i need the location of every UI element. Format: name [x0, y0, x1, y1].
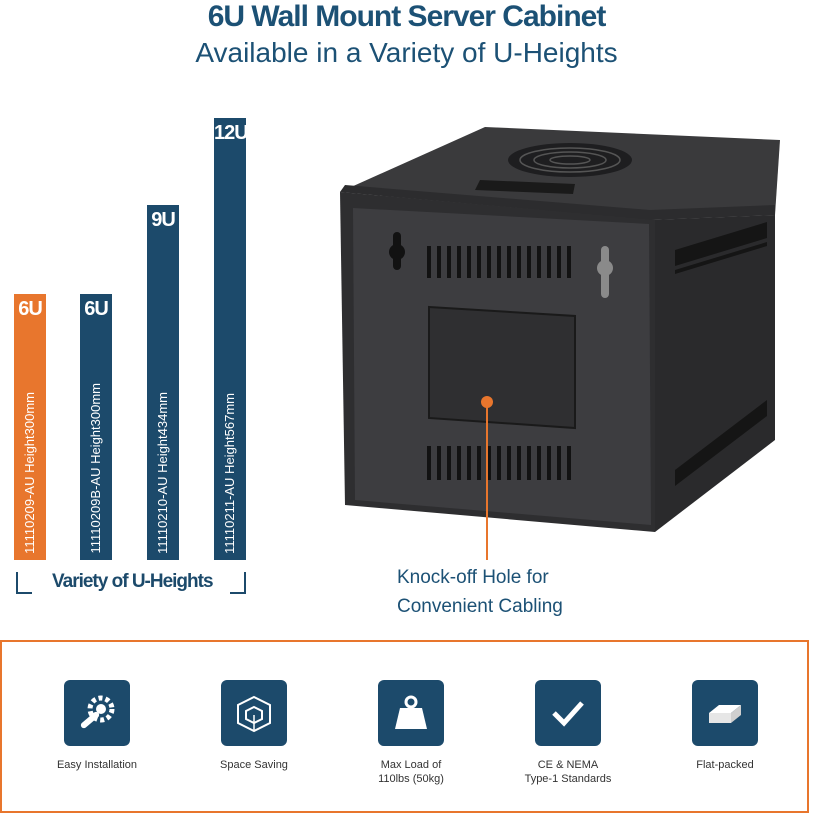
- checkmark-icon: [535, 680, 601, 746]
- bar-model-label: 11110209B-AU Height300mm: [88, 383, 103, 554]
- knock-off-callout: Knock-off Hole for Convenient Cabling: [397, 567, 563, 617]
- cube-icon: [221, 680, 287, 746]
- bar-u-label: 6U: [84, 298, 109, 320]
- gear-wrench-icon: [64, 680, 130, 746]
- bar-model-label: 11110210-AU Height434mm: [155, 392, 170, 554]
- bar-model-label: 11110211-AU Height567mm: [222, 393, 237, 554]
- feature-ce-nema: CE & NEMA Type-1 Standards: [503, 680, 633, 786]
- height-bar-6u-b: 6U 11110209B-AU Height300mm: [80, 294, 112, 560]
- bracket-right: [230, 572, 246, 594]
- feature-label: Easy Installation: [56, 759, 138, 771]
- feature-label: Max Load of 110lbs (50kg): [378, 759, 444, 785]
- feature-label: Flat-packed: [696, 759, 754, 771]
- bracket-left: [16, 572, 32, 594]
- bar-u-label: 12U: [214, 122, 249, 144]
- feature-max-load: Max Load of 110lbs (50kg): [346, 680, 476, 786]
- feature-space-saving: Space Saving: [189, 680, 319, 772]
- page-subtitle: Available in a Variety of U-Heights: [195, 37, 618, 68]
- weight-icon: [378, 680, 444, 746]
- flat-box-icon: [692, 680, 758, 746]
- height-bar-9u: 9U 11110210-AU Height434mm: [147, 205, 179, 560]
- features-panel: Easy Installation Space Saving Max Load …: [0, 640, 809, 813]
- bar-model-label: 11110209-AU Height300mm: [22, 392, 37, 554]
- height-bar-12u: 12U 11110211-AU Height567mm: [214, 118, 249, 560]
- feature-easy-installation: Easy Installation: [32, 680, 162, 772]
- bar-u-label: 6U: [18, 298, 43, 320]
- feature-label: Space Saving: [220, 759, 288, 771]
- feature-flat-packed: Flat-packed: [660, 680, 790, 772]
- callout-line: [486, 403, 488, 560]
- variety-caption: Variety of U-Heights: [52, 571, 214, 592]
- cabinet-image: [340, 127, 780, 532]
- page-title: 6U Wall Mount Server Cabinet: [207, 0, 607, 33]
- feature-label: CE & NEMA Type-1 Standards: [524, 759, 612, 785]
- height-bar-6u-standard: 6U 11110209-AU Height300mm: [14, 294, 46, 560]
- bar-u-label: 9U: [151, 209, 176, 231]
